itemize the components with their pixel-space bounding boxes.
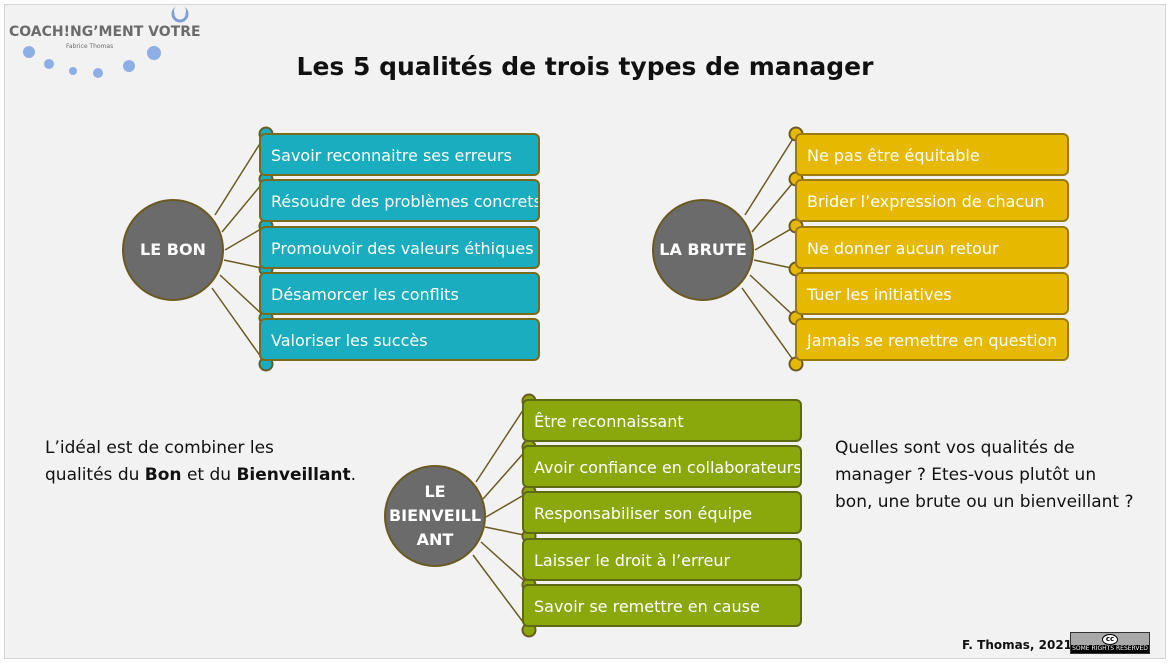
right-note-line-2: manager ? Etes-vous plutôt un [835, 465, 1097, 485]
left-note: L’idéal est de combiner les qualités du … [45, 435, 356, 489]
left-note-line-1: L’idéal est de combiner les [45, 438, 274, 458]
bienveillant-quality-5: Savoir se remettre en cause [522, 584, 802, 627]
brute-quality-1: Ne pas être équitable [795, 133, 1069, 176]
bon-quality-4: Désamorcer les conflits [259, 272, 540, 315]
brute-quality-3: Ne donner aucun retour [795, 226, 1069, 269]
right-note: Quelles sont vos qualités de manager ? E… [835, 435, 1134, 516]
left-note-line-2: qualités du Bon et du Bienveillant. [45, 462, 356, 489]
page-title: Les 5 qualités de trois types de manager [296, 52, 874, 81]
hub-la-brute-label: LA BRUTE [659, 240, 747, 259]
bon-quality-2: Résoudre des problèmes concrets [259, 179, 540, 222]
bienveillant-quality-1: Être reconnaissant [522, 399, 802, 442]
hub-bienveillant-line-1: LE [424, 482, 446, 501]
left-note-text-c: . [350, 465, 357, 485]
left-note-text-a: qualités du [45, 465, 145, 485]
brute-quality-4: Tuer les initiatives [795, 272, 1069, 315]
bienveillant-quality-3: Responsabiliser son équipe [522, 491, 802, 534]
hub-bienveillant-line-2: BIENVEILL [388, 506, 482, 525]
left-note-text-b: et du [181, 465, 237, 485]
hub-bienveillant-line-3: ANT [416, 530, 454, 549]
hub-la-brute: LA BRUTE [652, 199, 754, 301]
license-badge[interactable]: cc SOME RIGHTS RESERVED [1070, 632, 1150, 654]
brute-quality-2: Brider l’expression de chacun [795, 179, 1069, 222]
cc-icon: cc [1102, 634, 1118, 645]
author-credit: F. Thomas, 2021 [962, 638, 1073, 652]
right-note-line-1: Quelles sont vos qualités de [835, 438, 1075, 458]
bon-quality-3: Promouvoir des valeurs éthiques [259, 226, 540, 269]
logo-dots-icon [23, 5, 189, 78]
hub-le-bienveillant: LE BIENVEILL ANT [384, 465, 486, 567]
right-note-line-3: bon, une brute ou un bienveillant ? [835, 492, 1134, 512]
logo-subtitle: Fabrice Thomas [66, 43, 114, 50]
left-note-bold-bienveillant: Bienveillant [236, 465, 351, 485]
logo-name: COACH!NG’MENT VOTRE [9, 24, 201, 40]
brute-quality-5: Jamais se remettre en question [795, 318, 1069, 361]
bienveillant-quality-4: Laisser le droit à l’erreur [522, 538, 802, 581]
bon-quality-1: Savoir reconnaitre ses erreurs [259, 133, 540, 176]
bon-quality-5: Valoriser les succès [259, 318, 540, 361]
hub-le-bon-label: LE BON [140, 240, 206, 259]
license-text: SOME RIGHTS RESERVED [1071, 645, 1149, 653]
bienveillant-quality-2: Avoir confiance en collaborateurs [522, 445, 802, 488]
left-note-bold-bon: Bon [144, 465, 182, 485]
hub-le-bon: LE BON [122, 199, 224, 301]
